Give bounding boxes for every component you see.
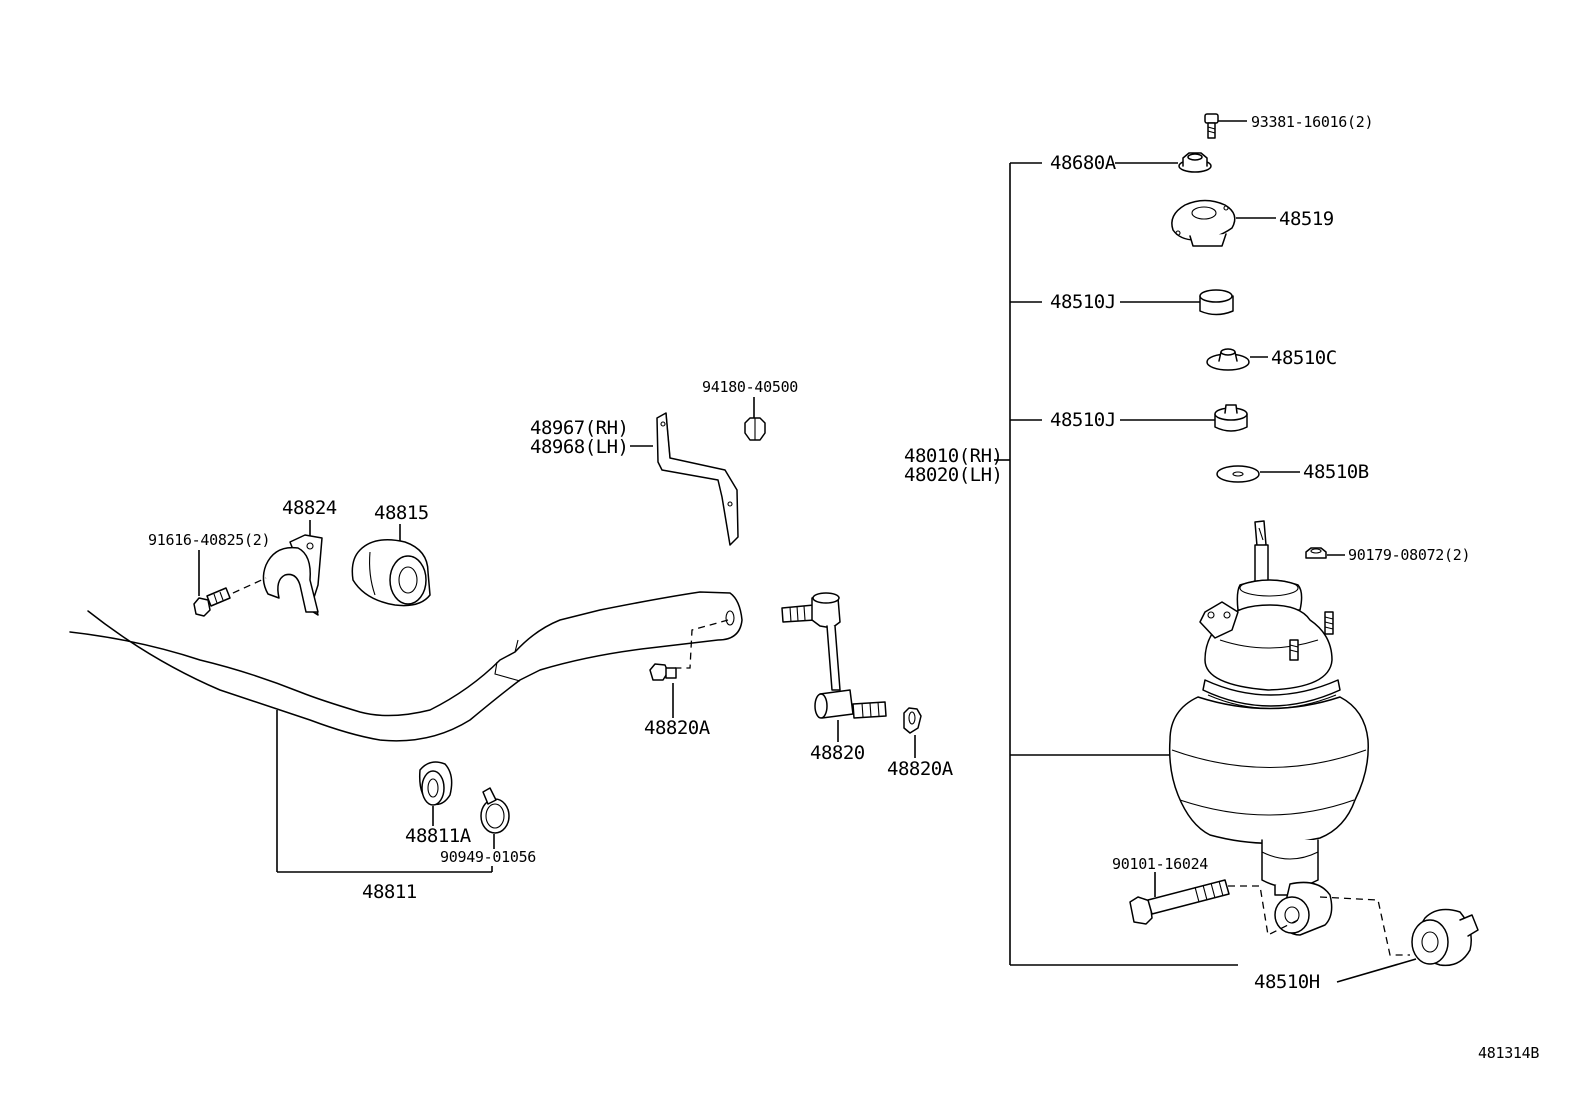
part-label-91616: 91616-40825(2) (148, 531, 270, 549)
bolt-90101: 90101-16024 (1112, 855, 1299, 936)
nut-90179: 90179-08072(2) (1305, 546, 1471, 564)
part-label-48510J-upper: 48510J (1050, 291, 1116, 313)
part-label-48820: 48820 (810, 742, 865, 764)
part-label-48811: 48811 (362, 881, 417, 903)
part-label-48510J-lower: 48510J (1050, 409, 1116, 431)
part-label-90101: 90101-16024 (1112, 855, 1208, 873)
stabilizer-link-48820: 48820 (781, 592, 887, 764)
part-label-93381: 93381-16016(2) (1251, 113, 1373, 131)
bolt-91616: 91616-40825(2) (148, 531, 271, 617)
bushing-48815: 48815 (351, 502, 431, 607)
bushing-48510J-upper: 48510J (1050, 289, 1234, 316)
cup-48510C: 48510C (1206, 347, 1337, 371)
part-label-48680A: 48680A (1050, 152, 1117, 174)
bushing-48811A: 48811A (405, 761, 472, 847)
nut-94180: 94180-40500 (702, 378, 799, 441)
part-label-48967: 48967(RH) (530, 417, 628, 439)
clip-90949: 90949-01056 (440, 787, 537, 866)
nut-48680A: 48680A (1050, 152, 1212, 174)
bushing-48510J-lower: 48510J (1050, 404, 1248, 432)
upper-mount-48519: 48519 (1171, 199, 1334, 247)
part-label-48811A: 48811A (405, 825, 472, 847)
bolt-93381: 93381-16016(2) (1204, 113, 1374, 139)
part-label-48519: 48519 (1279, 208, 1334, 230)
nut-48820A-right: 48820A (887, 707, 954, 780)
part-label-48020: 48020(LH) (904, 464, 1002, 486)
air-strut-body (1168, 520, 1369, 936)
part-label-48510H: 48510H (1254, 971, 1320, 993)
part-label-90949: 90949-01056 (440, 848, 536, 866)
part-label-90179: 90179-08072(2) (1348, 546, 1470, 564)
diagram-id-label: 481314B (1478, 1044, 1539, 1062)
part-label-48820A-left: 48820A (644, 717, 711, 739)
part-label-48815: 48815 (374, 502, 429, 524)
bolt-48820A-left: 48820A (644, 663, 711, 739)
part-label-48824: 48824 (282, 497, 337, 519)
stabilizer-assembly-lines: 48811 (276, 710, 493, 903)
bracket-48967: 48967(RH) 48968(LH) (530, 412, 739, 546)
bushing-48510H: 48510H (1254, 896, 1479, 993)
part-label-94180: 94180-40500 (702, 378, 798, 396)
part-label-48510C: 48510C (1271, 347, 1337, 369)
bracket-48824: 48824 (221, 497, 337, 616)
part-label-48820A-right: 48820A (887, 758, 954, 780)
part-label-48510B: 48510B (1303, 461, 1369, 483)
washer-48510B: 48510B (1216, 461, 1369, 483)
stabilizer-bar (69, 591, 743, 742)
part-label-48010: 48010(RH) (904, 445, 1002, 467)
part-label-48968: 48968(LH) (530, 436, 628, 458)
strut-bracket-lines (994, 162, 1238, 966)
